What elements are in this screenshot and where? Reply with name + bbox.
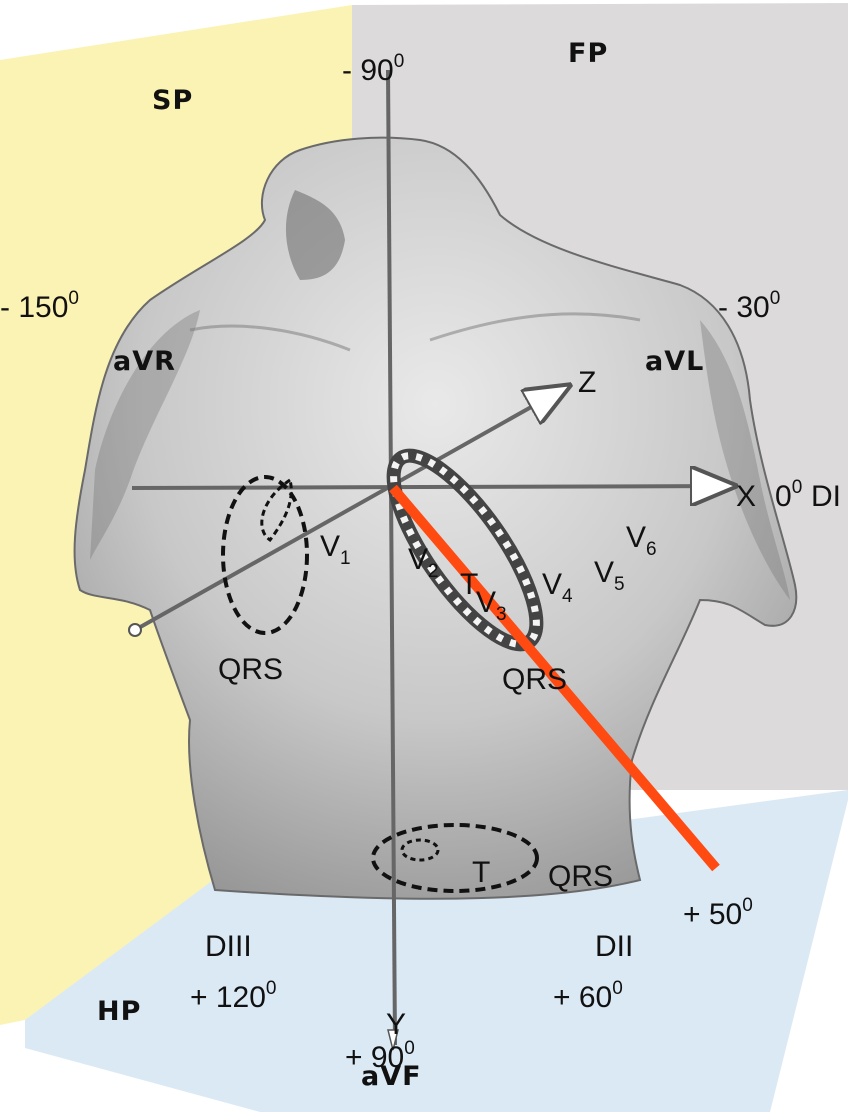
v2-label: V2	[408, 545, 439, 575]
v1-label: V1	[320, 532, 351, 562]
qrs-label-sagittal: QRS	[218, 655, 283, 685]
depth-axis-end	[129, 624, 141, 636]
qrs-label-horizontal: QRS	[548, 862, 613, 892]
horizontal-plane-label: HP	[97, 998, 141, 1025]
angle-plus-60: + 600	[553, 983, 623, 1013]
di-label: DI	[811, 482, 841, 512]
v5-label: V5	[594, 558, 625, 588]
angle-plus-120: + 1200	[190, 983, 277, 1013]
avl-label: aVL	[645, 348, 704, 375]
diii-label: DIII	[205, 932, 252, 962]
dii-label: DII	[595, 932, 633, 962]
v6-label: V6	[626, 523, 657, 553]
frontal-plane-label: FP	[568, 40, 608, 67]
z-axis-label: Z	[578, 368, 596, 398]
t-label-horizontal: T	[472, 858, 490, 888]
horizontal-axis-x	[132, 486, 730, 488]
angle-plus-90: + 900	[345, 1043, 415, 1073]
angle-minus-90: - 900	[342, 56, 404, 86]
qrs-label-frontal: QRS	[502, 665, 567, 695]
angle-plus-50: + 500	[683, 900, 753, 930]
avr-label: aVR	[113, 348, 176, 375]
angle-zero: 00	[775, 482, 802, 512]
x-axis-label: X	[736, 482, 756, 512]
angle-minus-150: - 1500	[0, 293, 79, 323]
sagittal-plane-label: SP	[152, 87, 193, 114]
v4-label: V4	[542, 570, 573, 600]
angle-minus-30: - 300	[718, 293, 780, 323]
y-axis-label: Y	[386, 1010, 406, 1040]
v3-label: V3	[476, 588, 507, 618]
